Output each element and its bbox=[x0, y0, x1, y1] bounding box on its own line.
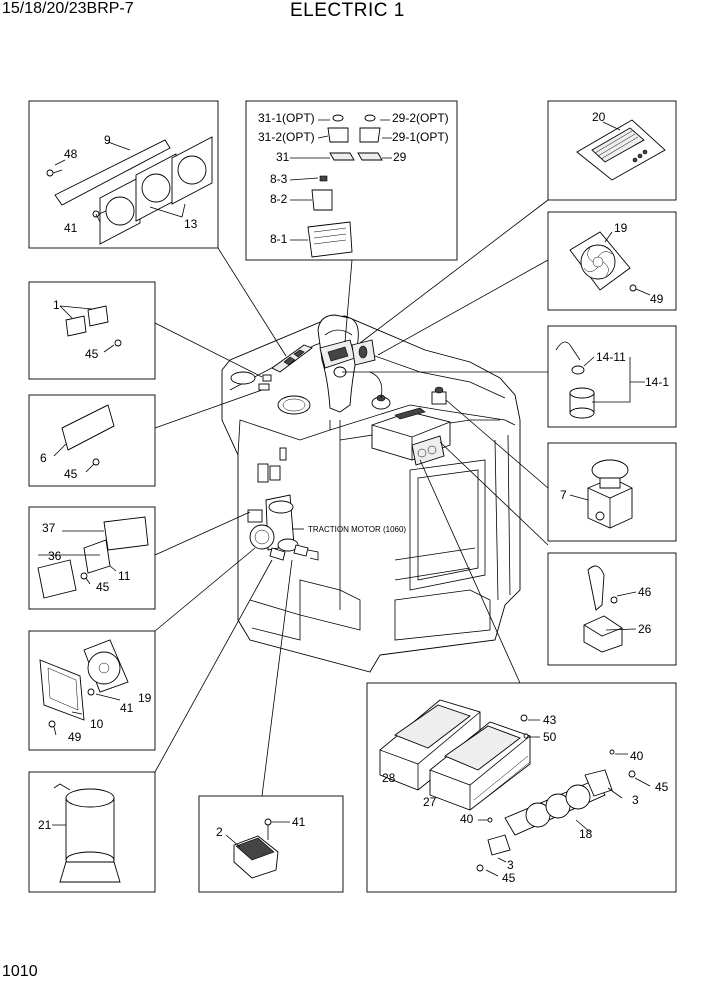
label-29: 29 bbox=[393, 150, 407, 164]
label-9: 9 bbox=[104, 133, 111, 147]
box-fan-upper bbox=[547, 211, 677, 311]
truck-body-drawing bbox=[221, 314, 521, 673]
label-45: 45 bbox=[85, 347, 99, 361]
label-31: 31 bbox=[276, 150, 290, 164]
label-40: 40 bbox=[460, 812, 474, 826]
label-31-2: 31-2(OPT) bbox=[258, 130, 315, 144]
box-emergency-switch bbox=[547, 442, 677, 542]
box-display bbox=[547, 100, 677, 201]
box-motor bbox=[28, 771, 156, 893]
model-header: 15/18/20/23BRP-7 bbox=[2, 0, 134, 17]
traction-motor-callout: TRACTION MOTOR (1060) bbox=[308, 525, 406, 534]
label-28: 28 bbox=[382, 771, 396, 785]
label-45: 45 bbox=[655, 780, 669, 794]
page-number: 1010 bbox=[2, 963, 38, 980]
label-14-1: 14-1 bbox=[645, 375, 669, 389]
label-3: 3 bbox=[507, 858, 514, 872]
box-controller-cover bbox=[28, 506, 156, 610]
box-controllers bbox=[366, 682, 677, 893]
label-1: 1 bbox=[53, 298, 60, 312]
label-13: 13 bbox=[184, 217, 198, 231]
label-49: 49 bbox=[650, 292, 664, 306]
label-21: 21 bbox=[38, 818, 52, 832]
label-43: 43 bbox=[543, 713, 557, 727]
label-29-1: 29-1(OPT) bbox=[392, 130, 449, 144]
label-14-11: 14-11 bbox=[596, 350, 626, 364]
label-3: 3 bbox=[632, 793, 639, 807]
box-fan-lower bbox=[28, 630, 156, 751]
label-41: 41 bbox=[292, 815, 306, 829]
label-27: 27 bbox=[423, 795, 437, 809]
label-8-2: 8-2 bbox=[270, 192, 288, 206]
label-41: 41 bbox=[120, 701, 134, 715]
label-41: 41 bbox=[64, 221, 78, 235]
box-module bbox=[28, 394, 156, 487]
box-relays bbox=[28, 281, 156, 380]
label-20: 20 bbox=[592, 110, 606, 124]
label-19: 19 bbox=[614, 221, 628, 235]
label-8-1: 8-1 bbox=[270, 232, 288, 246]
box-switches bbox=[245, 100, 458, 261]
label-50: 50 bbox=[543, 730, 557, 744]
label-10: 10 bbox=[90, 717, 104, 731]
box-key-switch bbox=[547, 325, 677, 428]
label-45: 45 bbox=[502, 871, 516, 885]
label-26: 26 bbox=[638, 622, 652, 636]
label-7: 7 bbox=[560, 488, 567, 502]
label-48: 48 bbox=[64, 147, 78, 161]
label-8-3: 8-3 bbox=[270, 172, 288, 186]
label-6: 6 bbox=[40, 451, 47, 465]
label-46: 46 bbox=[638, 585, 652, 599]
label-36: 36 bbox=[48, 549, 62, 563]
label-2: 2 bbox=[216, 825, 223, 839]
label-31-1: 31-1(OPT) bbox=[258, 111, 315, 125]
label-11: 11 bbox=[118, 569, 131, 583]
box-joystick bbox=[547, 552, 677, 666]
label-37: 37 bbox=[42, 521, 56, 535]
label-45: 45 bbox=[64, 467, 78, 481]
label-45: 45 bbox=[96, 580, 110, 594]
box-gauge-panel bbox=[28, 100, 219, 249]
label-49: 49 bbox=[68, 730, 82, 744]
page-title: ELECTRIC 1 bbox=[290, 0, 405, 21]
label-40: 40 bbox=[630, 749, 644, 763]
box-foot-switch bbox=[198, 795, 344, 893]
label-29-2: 29-2(OPT) bbox=[392, 111, 449, 125]
label-19: 19 bbox=[138, 691, 152, 705]
leader-lines bbox=[154, 199, 549, 797]
label-18: 18 bbox=[579, 827, 593, 841]
